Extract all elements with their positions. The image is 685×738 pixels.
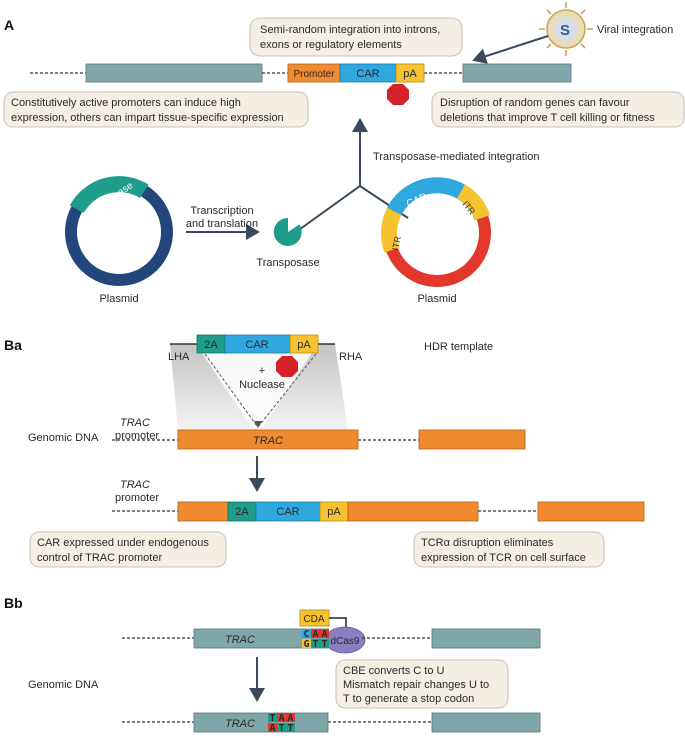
svg-text:G: G: [303, 639, 309, 650]
trac-promoter-label-2: promoter: [115, 430, 159, 442]
hdr-template-label: HDR template: [424, 341, 493, 353]
svg-text:CAR: CAR: [245, 339, 268, 351]
svg-text:pA: pA: [327, 506, 341, 518]
transcription-label-1: Transcription: [190, 205, 253, 217]
svg-text:T: T: [312, 639, 318, 650]
svg-text:TRAC: TRAC: [225, 718, 255, 730]
hdr-template-cassette: 2A CAR pA: [196, 334, 319, 354]
svg-text:T: T: [278, 723, 284, 734]
note-tcr-disruption: TCRα disruption eliminates expression of…: [413, 531, 605, 568]
edited-dna-bb: TRAC: [122, 712, 541, 733]
svg-text:pA: pA: [403, 68, 417, 80]
plus-label: +: [259, 365, 265, 377]
genomic-dna-bb: TRAC: [122, 628, 541, 649]
svg-text:exons or regulatory elements: exons or regulatory elements: [260, 39, 402, 51]
edited-dna-ba: 2A CAR pA: [112, 501, 645, 522]
stop-sign-icon: [276, 356, 298, 377]
svg-text:ITR: ITR: [390, 235, 403, 252]
rha-label: RHA: [339, 351, 363, 363]
note-disruption: Disruption of random genes can favour de…: [431, 91, 685, 128]
svg-text:deletions that improve T cell: deletions that improve T cell killing or…: [440, 112, 655, 124]
svg-text:dCas9: dCas9: [331, 636, 360, 647]
plasmid-2-label: Plasmid: [417, 293, 456, 305]
genomic-dna-a: [30, 63, 572, 83]
section-label-ba: Ba: [4, 337, 22, 353]
svg-text:A: A: [269, 723, 275, 734]
car-cassette-a: Promoter CAR pA: [287, 63, 425, 83]
callout-semi-random: Semi-random integration into introns, ex…: [249, 17, 463, 57]
svg-text:A: A: [312, 629, 318, 640]
note-car-expressed: CAR expressed under endogenous control o…: [29, 531, 227, 568]
lha-label: LHA: [168, 351, 190, 363]
svg-text:TRAC: TRAC: [253, 435, 283, 447]
note-promoters: Constitutively active promoters can indu…: [3, 91, 309, 128]
trac-promoter-label-2b: promoter: [115, 492, 159, 504]
section-label-a: A: [4, 17, 14, 33]
svg-text:TRAC: TRAC: [225, 634, 255, 646]
transcription-label-2: and translation: [186, 218, 258, 230]
plasmid-2: CAR ITR ITR: [380, 177, 491, 287]
svg-text:Semi-random integration into i: Semi-random integration into introns,: [260, 24, 440, 36]
trac-promoter-label-1: TRAC: [120, 417, 150, 429]
note-cbe: CBE converts C to U Mismatch repair chan…: [335, 659, 509, 709]
svg-text:A: A: [278, 713, 284, 724]
svg-text:pA: pA: [297, 339, 311, 351]
genomic-dna-label-bb: Genomic DNA: [28, 679, 99, 691]
genomic-dna-label-ba: Genomic DNA: [28, 432, 99, 444]
svg-text:CBE converts C to U: CBE converts C to U: [343, 665, 445, 677]
section-label-bb: Bb: [4, 595, 23, 611]
plasmid-1-label: Plasmid: [99, 293, 138, 305]
svg-text:T: T: [269, 713, 275, 724]
svg-text:Mismatch repair changes U to: Mismatch repair changes U to: [343, 679, 489, 691]
svg-text:2A: 2A: [235, 506, 249, 518]
transposase-mediated-label: Transposase-mediated integration: [373, 151, 540, 163]
plasmid-1: Transposase: [65, 176, 173, 286]
transposase-label: Transposase: [256, 257, 319, 269]
viral-arrow: [472, 35, 549, 64]
stop-codon-sequence: T A A A T T: [268, 713, 295, 734]
svg-text:C: C: [303, 629, 309, 640]
svg-text:control of TRAC promoter: control of TRAC promoter: [37, 552, 162, 564]
svg-text:CAR: CAR: [276, 506, 299, 518]
viral-integration-label: Viral integration: [597, 24, 673, 36]
svg-text:Disruption of random genes can: Disruption of random genes can favour: [440, 97, 630, 109]
target-sequence: C A A G T T: [302, 629, 329, 650]
genomic-dna-ba: TRAC: [112, 429, 526, 450]
svg-text:A: A: [321, 629, 327, 640]
stop-sign-icon: [387, 84, 409, 105]
svg-text:CAR expressed under endogenous: CAR expressed under endogenous: [37, 537, 209, 549]
svg-text:expression, others can impart: expression, others can impart tissue-spe…: [11, 112, 284, 124]
base-editor: CDA dCas9: [299, 609, 366, 654]
virus-icon: S: [539, 2, 593, 56]
svg-text:S: S: [560, 22, 570, 39]
svg-text:TCRα disruption eliminates: TCRα disruption eliminates: [421, 537, 554, 549]
transposase-enzyme-icon: [273, 217, 302, 246]
svg-text:CDA: CDA: [303, 614, 324, 625]
svg-text:2A: 2A: [204, 339, 218, 351]
svg-text:T: T: [321, 639, 327, 650]
trac-promoter-label-1b: TRAC: [120, 479, 150, 491]
svg-text:Promoter: Promoter: [293, 69, 335, 80]
svg-text:CAR: CAR: [356, 68, 379, 80]
svg-text:T: T: [287, 723, 293, 734]
svg-text:expression of TCR on cell surf: expression of TCR on cell surface: [421, 552, 586, 564]
svg-text:T to generate a stop codon: T to generate a stop codon: [343, 693, 474, 705]
nuclease-label: Nuclease: [239, 379, 285, 391]
svg-text:Constitutively active promoter: Constitutively active promoters can indu…: [11, 97, 241, 109]
svg-text:A: A: [287, 713, 293, 724]
